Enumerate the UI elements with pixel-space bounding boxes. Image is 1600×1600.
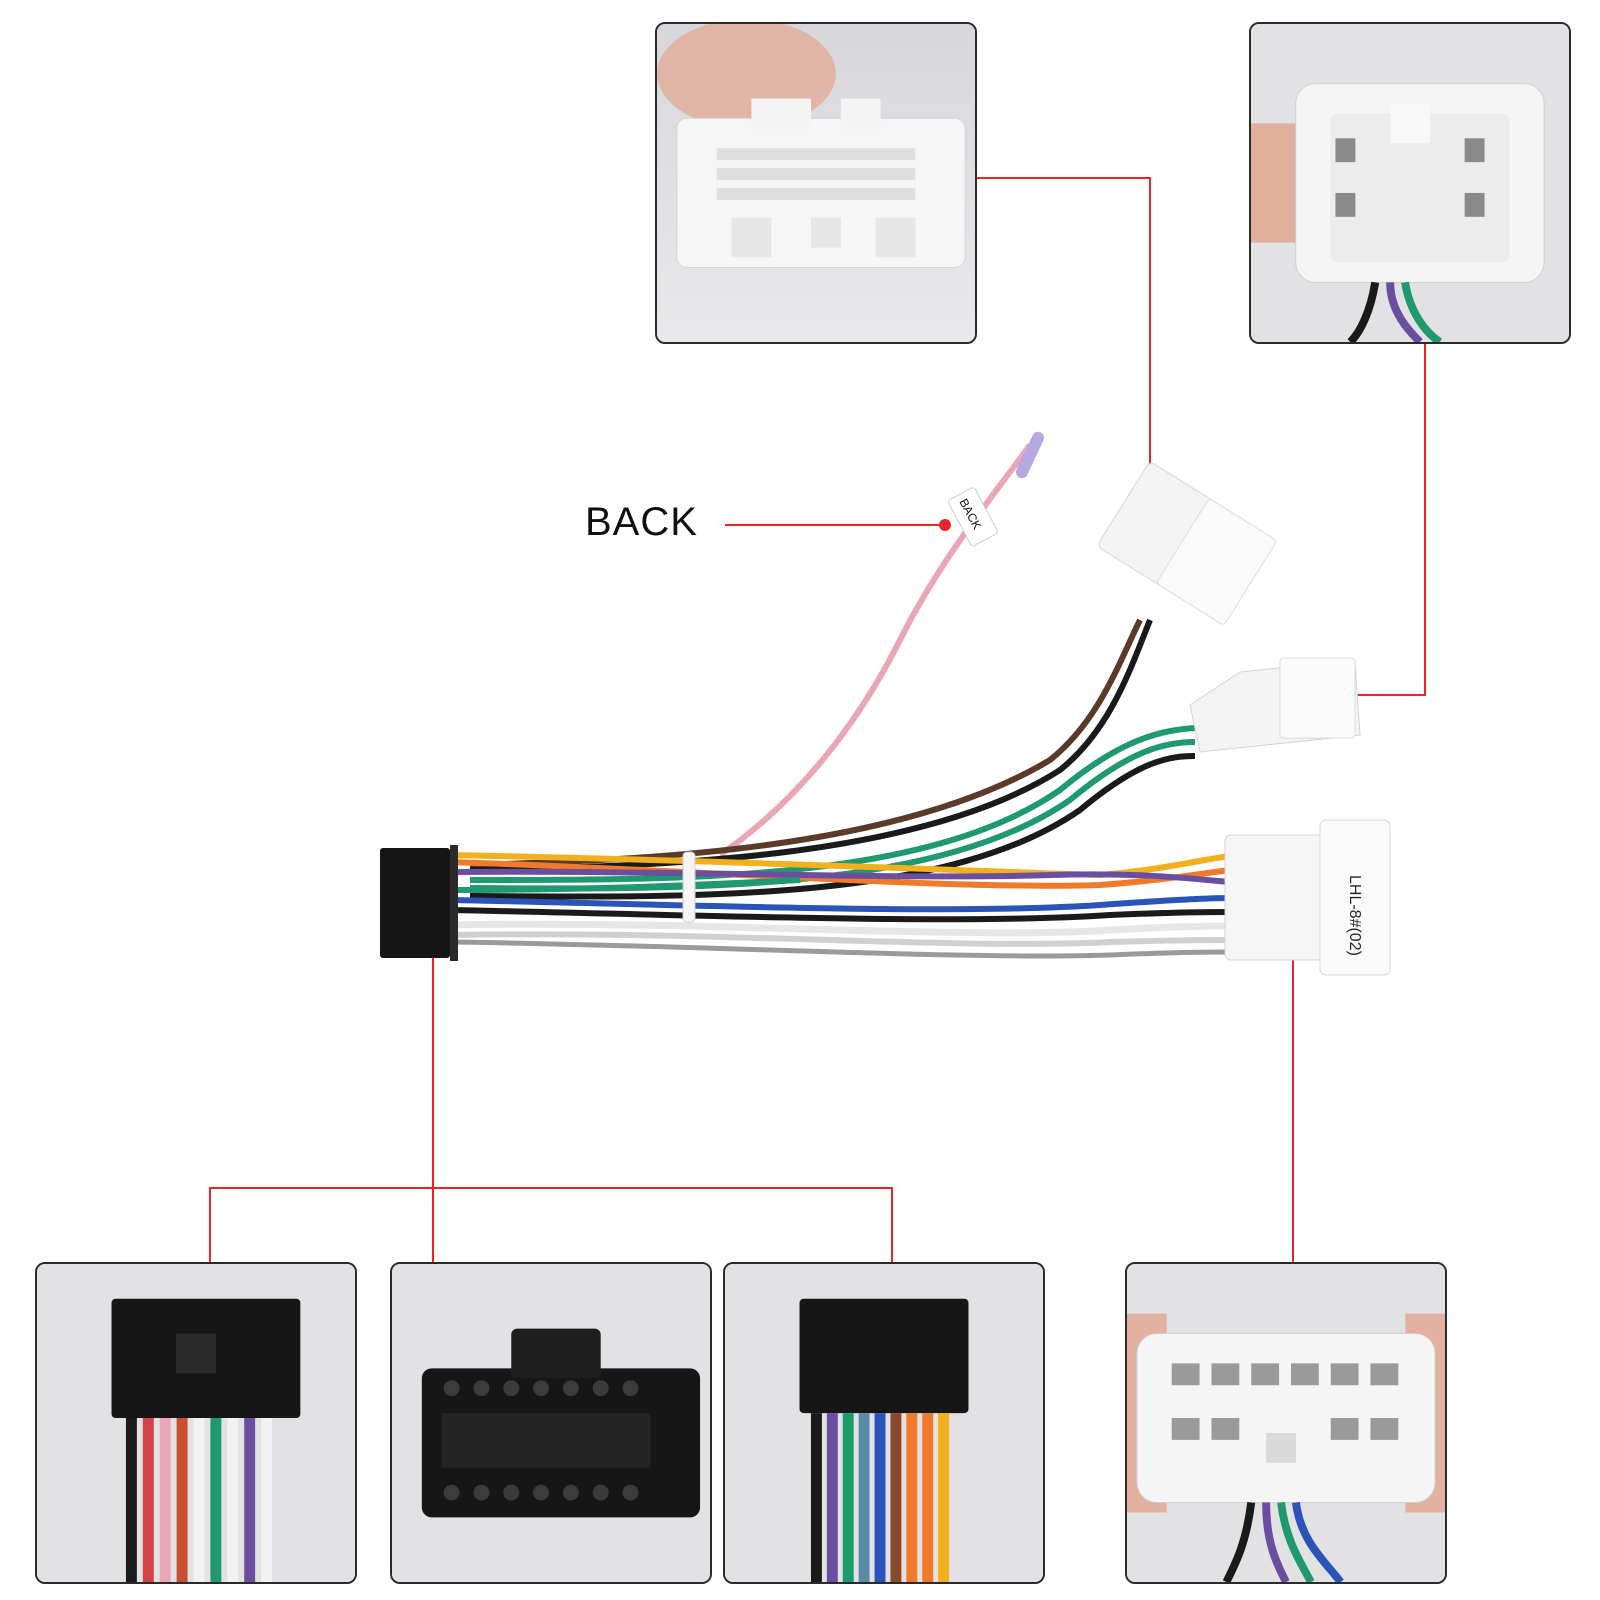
white-12-pin-connector-icon [1127, 1264, 1445, 1582]
panel-bottom-black-rear [723, 1262, 1045, 1584]
top-white-connector [1098, 463, 1276, 625]
small-white-connector [1189, 657, 1361, 753]
panel-bottom-white-pins [1125, 1262, 1447, 1584]
black-connector-rear-icon [725, 1264, 1043, 1582]
black-connector-face-icon [392, 1264, 710, 1582]
wire-gray [449, 939, 1231, 959]
wire-black-top [469, 618, 1153, 873]
dot-back [939, 519, 951, 531]
cable-tie [682, 851, 696, 923]
wire-green-a [469, 725, 1196, 883]
wire-green-main [449, 877, 801, 893]
black-connector-side-icon [37, 1264, 355, 1582]
black-iso-connector [380, 845, 458, 961]
panel-bottom-black-face [390, 1262, 712, 1584]
wire-pink-back [718, 443, 1033, 858]
back-callout-label: BACK [585, 500, 698, 544]
wire-blue [449, 895, 1231, 913]
panel-top-connector-pins [1249, 22, 1571, 344]
panel-bottom-black-side [35, 1262, 357, 1584]
white-multi-pin-connector-icon [657, 24, 975, 342]
back-tag: BACK [948, 487, 998, 547]
wire-black-right [449, 907, 1231, 923]
callout-line-bottom-branch [209, 1187, 893, 1262]
wire-purple [449, 868, 1231, 885]
wire-white-a [449, 920, 1231, 937]
wire-black-small [469, 753, 1196, 900]
wire-brown [469, 618, 1143, 868]
back-wire-cap [1015, 431, 1045, 479]
wire-yellow [449, 852, 1231, 879]
callout-line-top-left [975, 177, 1151, 545]
wire-white-b [449, 931, 1231, 947]
connector-code-text: LHL-8#(02) [1346, 875, 1363, 956]
pin-holes [443, 1380, 639, 1501]
white-6-pin-connector-icon [1251, 24, 1569, 342]
right-white-connector: LHL-8#(02) [1224, 819, 1391, 976]
panel-top-connector-front [655, 22, 977, 344]
callout-line-top-right [1320, 343, 1426, 696]
